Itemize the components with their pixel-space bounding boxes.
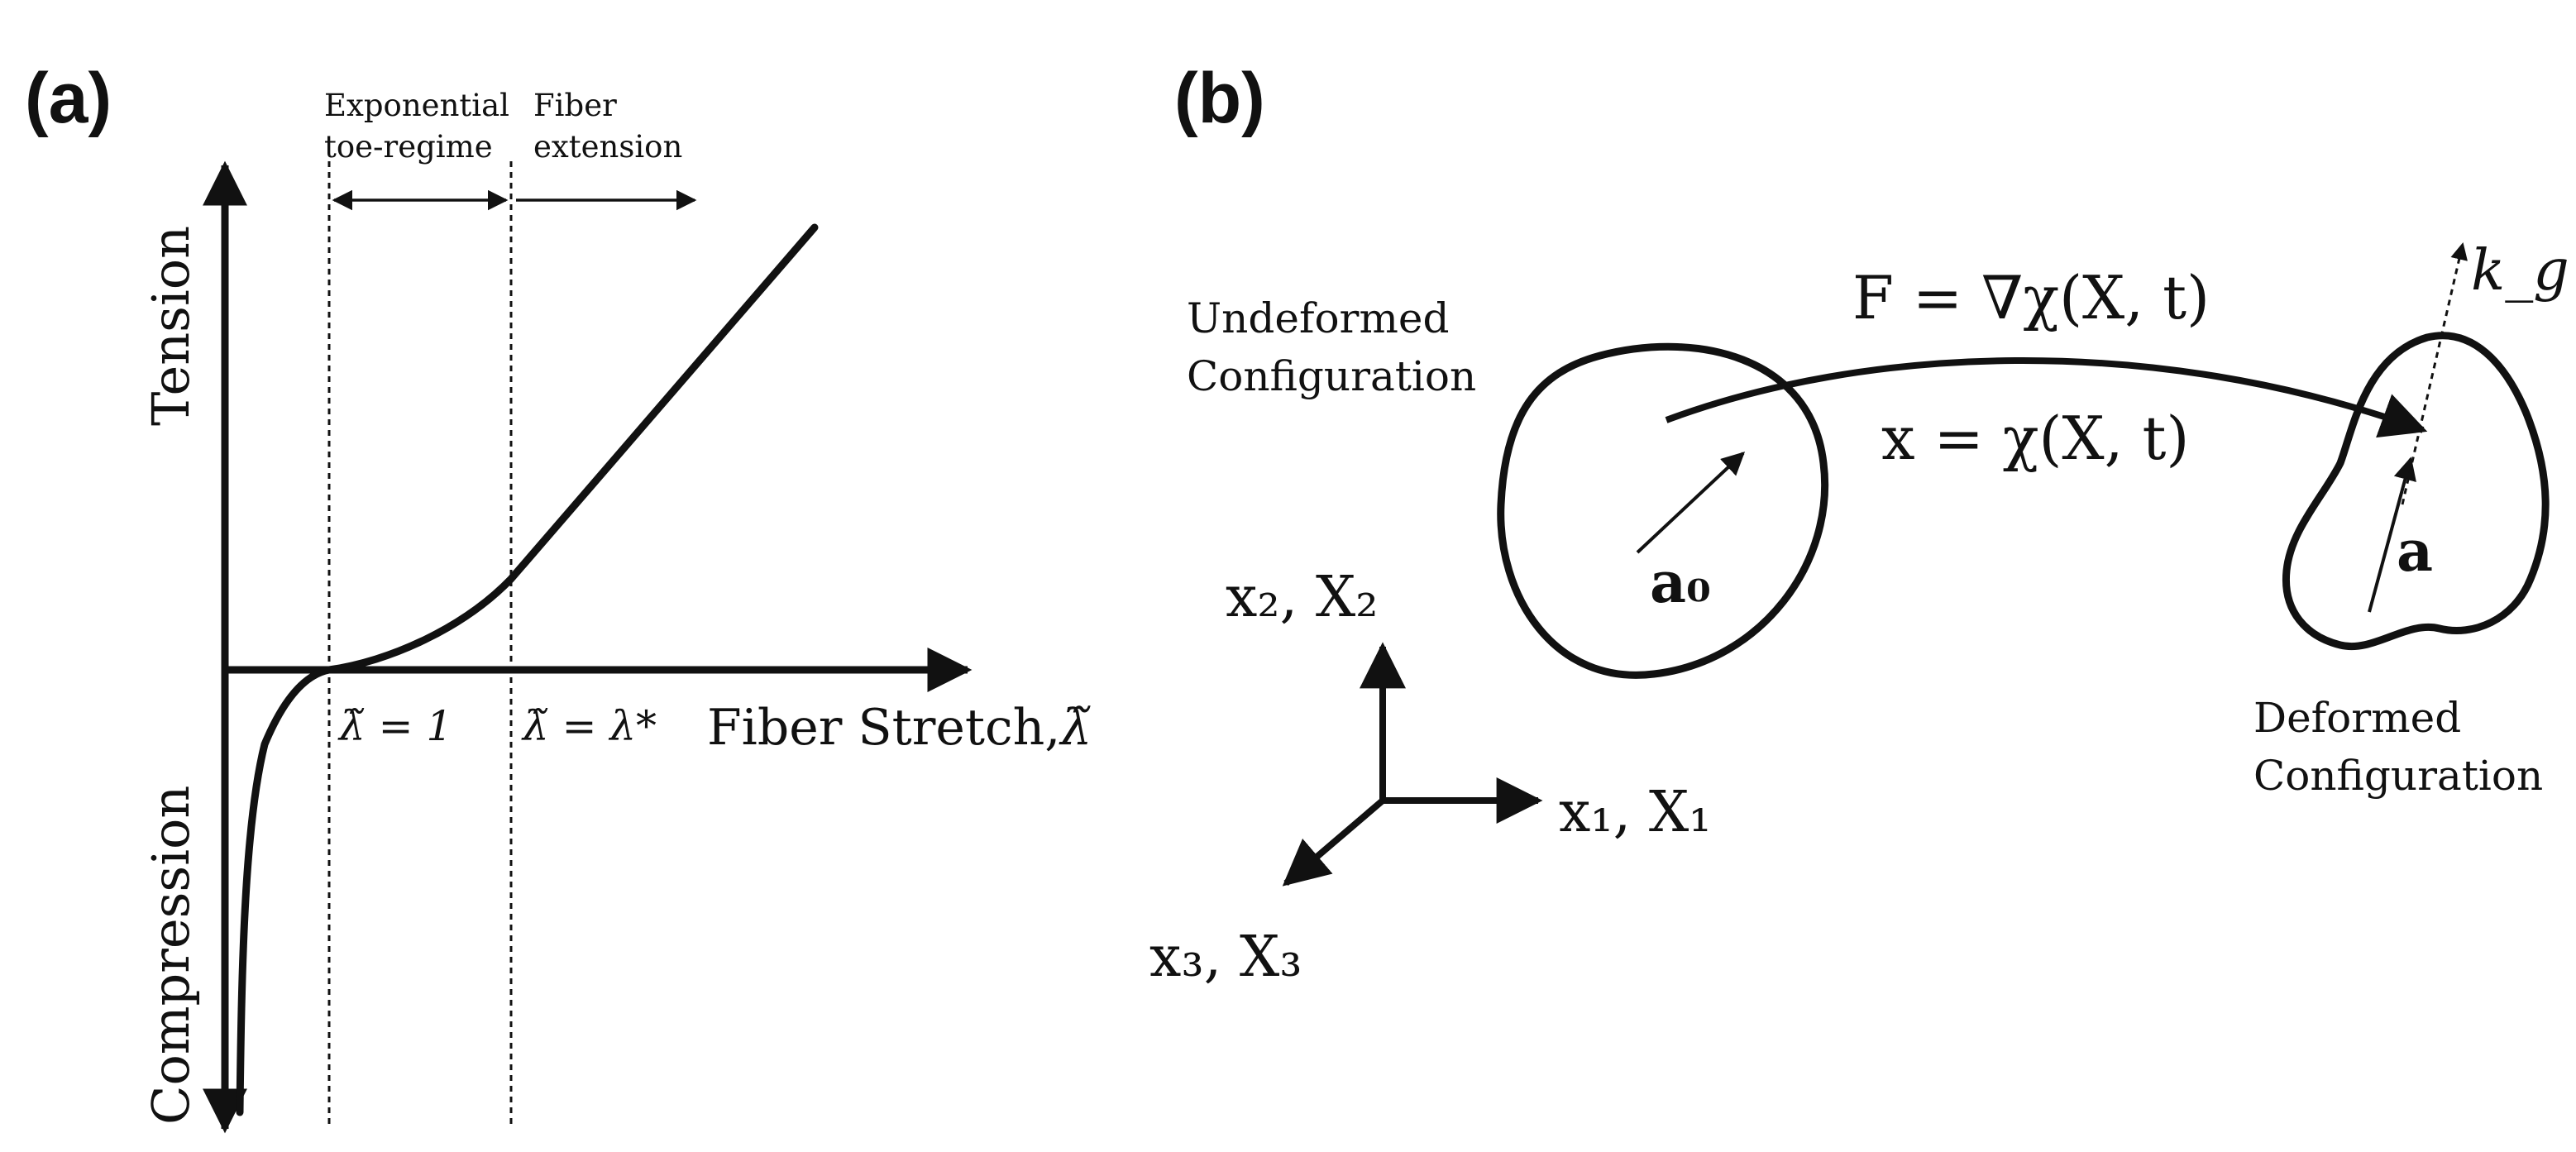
panel-a: (a) Tension Compression Exponential toe-…	[25, 59, 1092, 1134]
undeformed-label-line2: Configuration	[1187, 352, 1476, 400]
deformed-label-line1: Deformed	[2253, 694, 2461, 742]
region2-line1: Fiber	[533, 88, 617, 123]
deformed-label-line2: Configuration	[2253, 752, 2543, 800]
coord-axis-3	[1282, 797, 1385, 887]
tick-lambda-star: λ̃ = λ*	[521, 702, 657, 750]
region1-line1: Exponential	[324, 88, 509, 123]
coord-axis-2-label: x₂, X₂	[1226, 565, 1379, 630]
coord-axis-1-label: x₁, X₁	[1559, 780, 1712, 845]
undeformed-body	[1497, 342, 1828, 679]
equation-x: x = χ(X, t)	[1881, 404, 2189, 473]
tick-lambda-1: λ̃ = 1	[337, 702, 452, 750]
panel-b: (b) a₀ a k_g F = ∇χ(X, t) x = χ(X, t) Un…	[1149, 59, 2569, 990]
kg-label: k_g	[2471, 238, 2569, 304]
y-axis-compression-label: Compression	[141, 786, 201, 1125]
kg-arrow	[2401, 241, 2468, 505]
region2-line2: extension	[533, 129, 682, 165]
panel-a-label: (a)	[25, 59, 112, 138]
region1-line2: toe-regime	[324, 129, 493, 165]
stress-stretch-curve	[236, 223, 819, 1116]
x-axis-label-text: Fiber Stretch,	[707, 699, 1060, 757]
vector-a0-label: a₀	[1650, 550, 1711, 616]
coord-axis-3-label: x₃, X₃	[1149, 925, 1302, 990]
x-axis-label: Fiber Stretch,λ̃	[707, 699, 1092, 757]
mapping-arrow	[1665, 356, 2428, 438]
equation-F: F = ∇χ(X, t)	[1852, 263, 2210, 332]
vector-a-label: a	[2397, 519, 2433, 585]
x-axis-label-symbol: λ̃	[1059, 699, 1092, 757]
vector-a0-arrow	[1636, 452, 1746, 554]
y-axis-tension-label: Tension	[141, 226, 201, 426]
undeformed-label-line1: Undeformed	[1187, 294, 1449, 342]
vector-a-arrow	[2368, 456, 2416, 613]
deformed-body	[2282, 332, 2550, 651]
panel-b-label: (b)	[1174, 59, 1265, 138]
